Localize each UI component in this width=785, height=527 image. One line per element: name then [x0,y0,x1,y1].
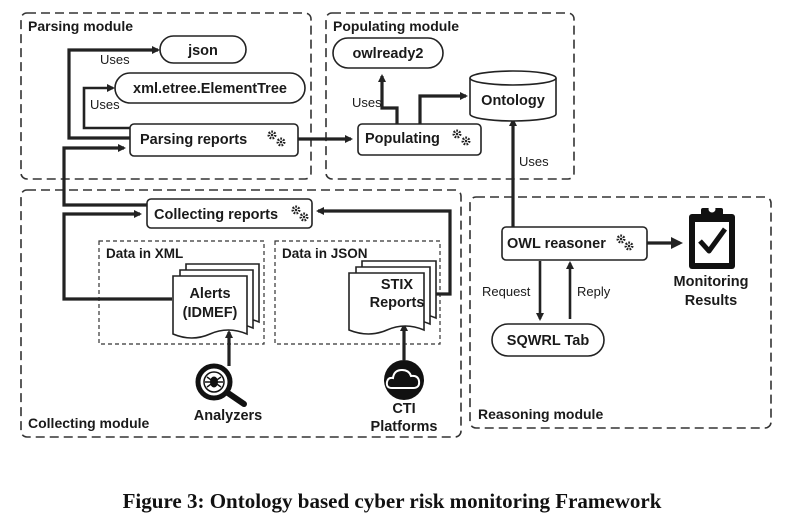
populating-module-title: Populating module [333,18,459,34]
ontology-label: Ontology [481,93,545,109]
edge-stix-collecting [316,207,452,296]
edge-label-request: Request [482,284,531,299]
monitoring-label-line1: Monitoring [674,274,749,290]
owl-reasoner-label: OWL reasoner [507,236,606,252]
collecting-module-frame [20,189,462,438]
cti-label-line1: CTI [392,401,415,417]
edge-label-uses-json: Uses [100,52,130,67]
populating-module-frame [325,12,575,180]
sqwrl-tab-node [491,323,605,357]
edge-collecting-parsing [62,144,147,207]
stix-document-stack [348,260,437,335]
owlready2-label: owlready2 [353,46,424,62]
data-in-xml-frame [98,240,265,345]
edge-label-reply: Reply [577,284,611,299]
data-in-json-label: Data in JSON [282,246,368,261]
edge-populating-ontology [418,92,468,125]
json-node [159,35,247,64]
magnifier-bug-icon [195,363,247,407]
cloud-icon [384,360,424,400]
alerts-document-stack [172,263,260,339]
parsing-reports-node [129,123,299,157]
collecting-reports-node [146,198,313,229]
xml-etree-node [114,72,306,104]
edge-populating-owlready [378,74,399,125]
data-in-xml-label: Data in XML [106,246,183,261]
analyzers-label: Analyzers [194,408,263,424]
reasoning-module-title: Reasoning module [478,406,603,422]
stix-label-line1: STIX [381,277,414,293]
collecting-reports-label: Collecting reports [154,207,278,223]
owl-reasoner-node [501,226,648,261]
edge-label-uses-ontology: Uses [519,154,549,169]
edge-label-uses-owlready: Uses [352,95,382,110]
stix-label-line2: Reports [370,295,425,311]
parsing-reports-label: Parsing reports [140,132,247,148]
json-label: json [187,43,218,59]
populating-label: Populating [365,131,440,147]
sqwrl-tab-label: SQWRL Tab [507,333,590,349]
owlready2-node [332,37,444,69]
monitoring-label-line2: Results [685,293,737,309]
parsing-module-title: Parsing module [28,18,133,34]
edge-label-uses-xml: Uses [90,97,120,112]
populating-node [357,123,482,156]
collecting-module-title: Collecting module [28,415,150,431]
clipboard-check-icon [689,205,735,269]
database-icon [469,70,557,122]
edge-parsing-xml [82,84,130,130]
data-in-json-frame [274,240,441,345]
figure-caption: Figure 3: Ontology based cyber risk moni… [123,489,662,513]
alerts-label-line2: (IDMEF) [183,305,238,321]
reasoning-module-frame [469,196,772,429]
parsing-module-frame [20,12,312,180]
edge-parsing-json [67,46,160,140]
cti-label-line2: Platforms [371,419,438,435]
alerts-label-line1: Alerts [189,286,230,302]
edge-alerts-collecting [62,210,172,301]
xml-etree-label: xml.etree.ElementTree [133,81,287,97]
